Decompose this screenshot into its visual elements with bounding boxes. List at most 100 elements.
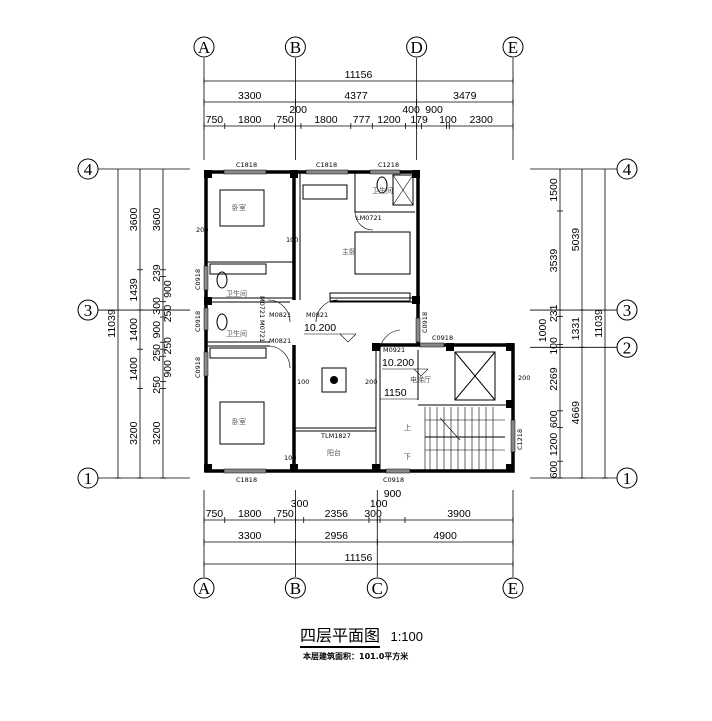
dim-label: 300 — [291, 498, 309, 510]
label-c1218: C1218 — [516, 429, 524, 450]
axis-label-E: E — [508, 38, 518, 57]
dim-label: 4669 — [570, 401, 582, 425]
dim-label: 750 — [276, 508, 294, 520]
window-c1218-right — [510, 419, 516, 453]
dim-label: 900 — [162, 360, 174, 378]
dim-label: 5039 — [570, 228, 582, 252]
dim-label: 4900 — [433, 530, 457, 542]
axis-bubble — [193, 36, 215, 58]
wardrobe-icon — [329, 292, 411, 302]
dim-label: 239 — [151, 264, 163, 282]
label-m0821: M0821 — [269, 337, 291, 345]
room-elevator-hall: 电梯厅 — [410, 375, 431, 384]
title-scale: 1:100 — [390, 629, 424, 644]
dim-label: 3300 — [238, 530, 262, 542]
label-c0918: C0918 — [432, 334, 453, 342]
axis-label-C: C — [372, 579, 383, 598]
window-c0918-left-1 — [203, 265, 209, 291]
dim-label: 2269 — [548, 367, 560, 391]
dim-label: 3900 — [447, 508, 471, 520]
window-c0918-left-2 — [203, 307, 209, 331]
axis-bubble — [616, 299, 638, 321]
dim-label: 200 — [289, 104, 307, 116]
axis-bubble — [284, 36, 306, 58]
axis-bubble — [77, 158, 99, 180]
label-c1818: C1818 — [236, 476, 257, 484]
shower-icon — [392, 174, 414, 206]
dim-label: 100 — [548, 337, 560, 355]
axis-label-3: 3 — [84, 301, 93, 320]
dim-label: 900 — [425, 104, 443, 116]
dim-label: 1331 — [570, 317, 582, 341]
dim-label: 2300 — [469, 114, 493, 126]
window-c1818-top-mid — [305, 169, 349, 175]
dim-label: 900 — [384, 488, 402, 500]
dim-label: 250 — [162, 305, 174, 323]
wall-thickness: 100 — [286, 236, 298, 244]
axis-label-4: 4 — [84, 160, 93, 179]
label-c1818: C1818 — [316, 161, 337, 169]
label-m0721: M0721 — [258, 296, 266, 318]
window-c1218-top — [369, 169, 401, 175]
door-swing — [267, 211, 401, 369]
axis-label-B: B — [290, 38, 301, 57]
axis-bubble — [193, 577, 215, 599]
toilet-icon — [216, 271, 228, 289]
window-c0918-elevator — [419, 342, 445, 348]
label-c0918: C0918 — [194, 269, 202, 290]
dim-label: 1800 — [238, 508, 262, 520]
label-m0921: M0921 — [383, 346, 405, 354]
level-mark: 10.200 — [382, 357, 414, 369]
axis-bubble — [502, 36, 524, 58]
dim-label: 3479 — [453, 90, 477, 102]
label-c0918: C0918 — [421, 312, 429, 333]
axis-label-4: 4 — [623, 160, 632, 179]
room-balcony: 阳台 — [327, 448, 341, 457]
dim-label: 600 — [548, 410, 560, 428]
dim-label: 600 — [548, 461, 560, 479]
drawing-title: 四层平面图 1:100 — [300, 622, 424, 648]
toilet-icon — [376, 176, 388, 194]
dim-label: 1800 — [314, 114, 338, 126]
room-bedroom: 卧室 — [232, 417, 246, 426]
dim-label: 2356 — [325, 508, 349, 520]
axis-bubble — [616, 336, 638, 358]
label-c0918: C0918 — [383, 476, 404, 484]
dim-label: 4377 — [344, 90, 368, 102]
stair-down-label: 下 — [404, 453, 411, 461]
dim-label: 400 — [402, 104, 420, 116]
axis-bubble — [77, 299, 99, 321]
dim-label: 1400 — [128, 357, 140, 381]
dim-label: 250 — [151, 376, 163, 394]
label-c0918: C0918 — [194, 311, 202, 332]
floor-area: 本层建筑面积：101.0平方米 — [303, 652, 409, 661]
label-c1818: C1818 — [236, 161, 257, 169]
window-c1818-bottom — [223, 468, 267, 474]
wall-thickness: 200 — [196, 226, 208, 234]
wall-thickness: 100 — [284, 454, 296, 462]
dining-table-icon — [321, 367, 347, 393]
dim-label: 179 — [410, 114, 428, 126]
label-m0821: M0821 — [269, 311, 291, 319]
dim-label: 3539 — [548, 249, 560, 273]
window-c0918-left-3 — [203, 351, 209, 377]
dim-label: 750 — [206, 508, 224, 520]
dim-label: 231 — [548, 304, 560, 322]
dim-label: 1439 — [128, 278, 140, 302]
dim-label: 100 — [370, 498, 388, 510]
title-name: 四层平面图 — [300, 626, 381, 648]
dim-label: 11039 — [106, 309, 118, 338]
dim-label: 250 — [151, 344, 163, 362]
dim-label: 3200 — [151, 421, 163, 445]
axis-label-1: 1 — [623, 469, 632, 488]
dim-label: 11156 — [345, 69, 373, 81]
wall-thickness: 200 — [365, 378, 377, 386]
axis-label-A: A — [198, 579, 211, 598]
label-c1218: C1218 — [378, 161, 399, 169]
dim-label: 100 — [439, 114, 457, 126]
wall-thickness: 200 — [518, 374, 530, 382]
dim-label: 11039 — [593, 309, 605, 338]
window-c0918-bottom — [385, 468, 411, 474]
